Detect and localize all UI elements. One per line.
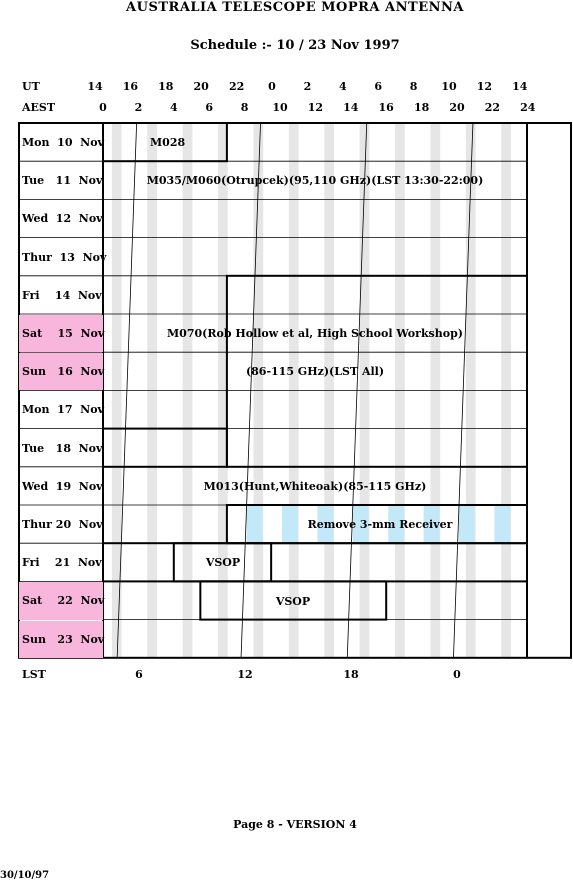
lst-line: [240, 122, 261, 658]
ut-tick: 22: [228, 80, 245, 93]
day-label: Wed 19 Nov: [22, 479, 103, 493]
aest-tick: 18: [413, 101, 430, 114]
block-m070: [225, 274, 528, 468]
lst-tick: 0: [453, 668, 461, 681]
aest-tick: 24: [520, 101, 536, 114]
aest-tick: 2: [134, 101, 143, 114]
ut-axis-label: UT: [22, 80, 40, 93]
lst-tick: 12: [237, 668, 253, 681]
day-label: Mon 17 Nov: [22, 403, 104, 417]
ut-tick: 8: [409, 80, 418, 93]
booking-m070-detail: (86-115 GHz)(LST All): [245, 365, 385, 378]
ut-tick: 18: [158, 80, 174, 93]
page-title: AUSTRALIA TELESCOPE MOPRA ANTENNA: [126, 0, 464, 15]
day-label: Wed 12 Nov: [22, 212, 103, 226]
booking-vsop-21: VSOP: [205, 556, 241, 569]
aest-tick: 6: [205, 101, 214, 114]
schedule-subtitle: Schedule :- 10 / 23 Nov 1997: [190, 38, 400, 53]
lst-line: [453, 122, 474, 658]
ut-tick: 14: [512, 80, 528, 93]
day-label: Thur 20 Nov: [22, 518, 103, 532]
booking-vsop-22: VSOP: [275, 595, 311, 608]
receiver-stripe: [317, 506, 334, 543]
receiver-stripe: [494, 506, 511, 543]
day-label: Tue 18 Nov: [22, 441, 103, 455]
day-label: Sun 16 Nov: [19, 353, 104, 391]
page-footer: Page 8 - VERSION 4: [233, 818, 357, 831]
ut-tick: 12: [476, 80, 493, 93]
ut-tick: 4: [338, 80, 347, 93]
aest-tick: 16: [378, 101, 394, 114]
ut-tick: 10: [441, 80, 457, 93]
aest-tick: 20: [449, 101, 465, 114]
lst-line: [116, 122, 138, 658]
aest-tick: 8: [240, 101, 249, 114]
day-label: Thur 13 Nov: [22, 250, 107, 264]
aest-tick: 22: [484, 101, 501, 114]
ut-tick: 20: [193, 80, 209, 93]
aest-tick: 10: [272, 101, 288, 114]
booking-m028: M028: [150, 136, 186, 149]
receiver-stripe: [282, 506, 298, 543]
day-label: Mon 10 Nov: [22, 136, 104, 150]
block-tue18: [102, 427, 228, 468]
day-label: Sat 15 Nov: [19, 315, 104, 353]
block-vsop-22: [199, 580, 388, 621]
aest-axis-label: AEST: [22, 101, 56, 114]
ut-tick: 2: [303, 80, 312, 93]
outer-frame: [18, 122, 572, 659]
booking-m035: M035/M060(Otrupcek)(95,110 GHz)(LST 13:3…: [146, 174, 484, 187]
lst-tick: 6: [135, 668, 143, 681]
aest-tick: 0: [99, 101, 107, 114]
receiver-stripe: [246, 506, 263, 543]
block-fri21: [102, 542, 528, 583]
day-label: Fri 21 Nov: [22, 556, 102, 570]
booking-m013: M013(Hunt,Whiteoak)(85-115 GHz): [203, 480, 427, 493]
ut-tick: 6: [374, 80, 383, 93]
ut-tick: 16: [122, 80, 139, 93]
day-label: Sat 22 Nov: [19, 582, 104, 620]
aest-tick: 14: [343, 101, 359, 114]
aest-tick: 12: [307, 101, 324, 114]
aest-tick: 4: [169, 101, 178, 114]
booking-remove-receiver: Remove 3-mm Receiver: [307, 518, 453, 531]
receiver-stripe: [459, 506, 475, 543]
lst-line: [346, 122, 368, 658]
lst-axis-label: LST: [22, 668, 46, 681]
lst-tick: 18: [343, 668, 359, 681]
day-label: Sun 23 Nov: [19, 620, 104, 658]
block-m028: [102, 122, 228, 163]
day-label: Tue 11 Nov: [22, 174, 103, 188]
day-label: Fri 14 Nov: [22, 288, 102, 302]
print-date: 30/10/97: [0, 870, 50, 881]
ut-tick: 0: [268, 80, 276, 93]
receiver-stripe: [388, 506, 405, 543]
ut-tick: 14: [87, 80, 103, 93]
booking-m070: M070(Rob Hollow et al, High School Works…: [167, 327, 463, 340]
receiver-stripe: [423, 506, 440, 543]
receiver-stripe: [352, 506, 369, 543]
